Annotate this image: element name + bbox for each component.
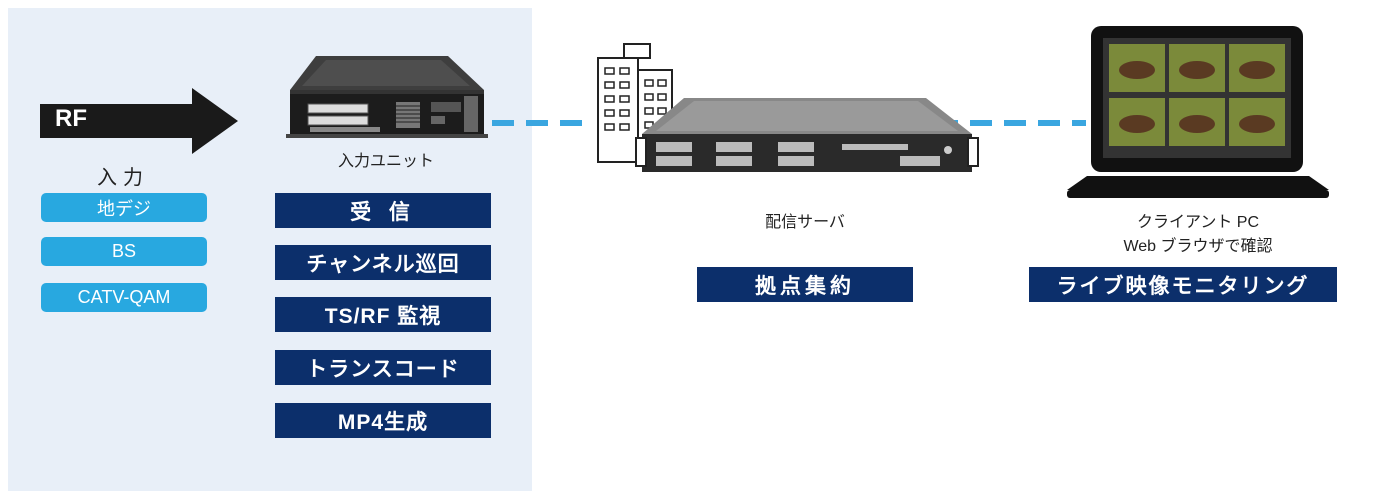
server-device-icon xyxy=(635,98,979,172)
connector-unit-to-server xyxy=(492,120,592,126)
client-browser-label: Web ブラウザで確認 xyxy=(1123,238,1273,255)
function-reception-box: 受 信 xyxy=(275,193,491,228)
input-label: 入力 xyxy=(97,167,149,189)
server-label: 配信サーバ xyxy=(765,214,845,231)
input-unit-device-icon xyxy=(286,56,488,138)
source-catv-badge: CATV-QAM xyxy=(41,283,207,312)
function-live-monitoring-box: ライブ映像モニタリング xyxy=(1029,267,1337,302)
laptop-icon xyxy=(1067,26,1329,198)
function-transcode-box: トランスコード xyxy=(275,350,491,385)
input-unit-label: 入力ユニット xyxy=(337,153,434,170)
rf-label: RF xyxy=(55,105,87,132)
rf-arrow-icon xyxy=(40,88,238,154)
source-bs-badge: BS xyxy=(41,237,207,266)
function-hub-aggregation-box: 拠点集約 xyxy=(697,267,913,302)
function-channel-patrol-box: チャンネル巡回 xyxy=(275,245,491,280)
function-ts-rf-monitor-box: TS/RF 監視 xyxy=(275,297,491,332)
function-mp4-box: MP4生成 xyxy=(275,403,491,438)
connector-server-to-pc xyxy=(936,120,1086,126)
client-pc-label: クライアント PC xyxy=(1136,214,1260,231)
source-terrestrial-badge: 地デジ xyxy=(41,193,207,222)
